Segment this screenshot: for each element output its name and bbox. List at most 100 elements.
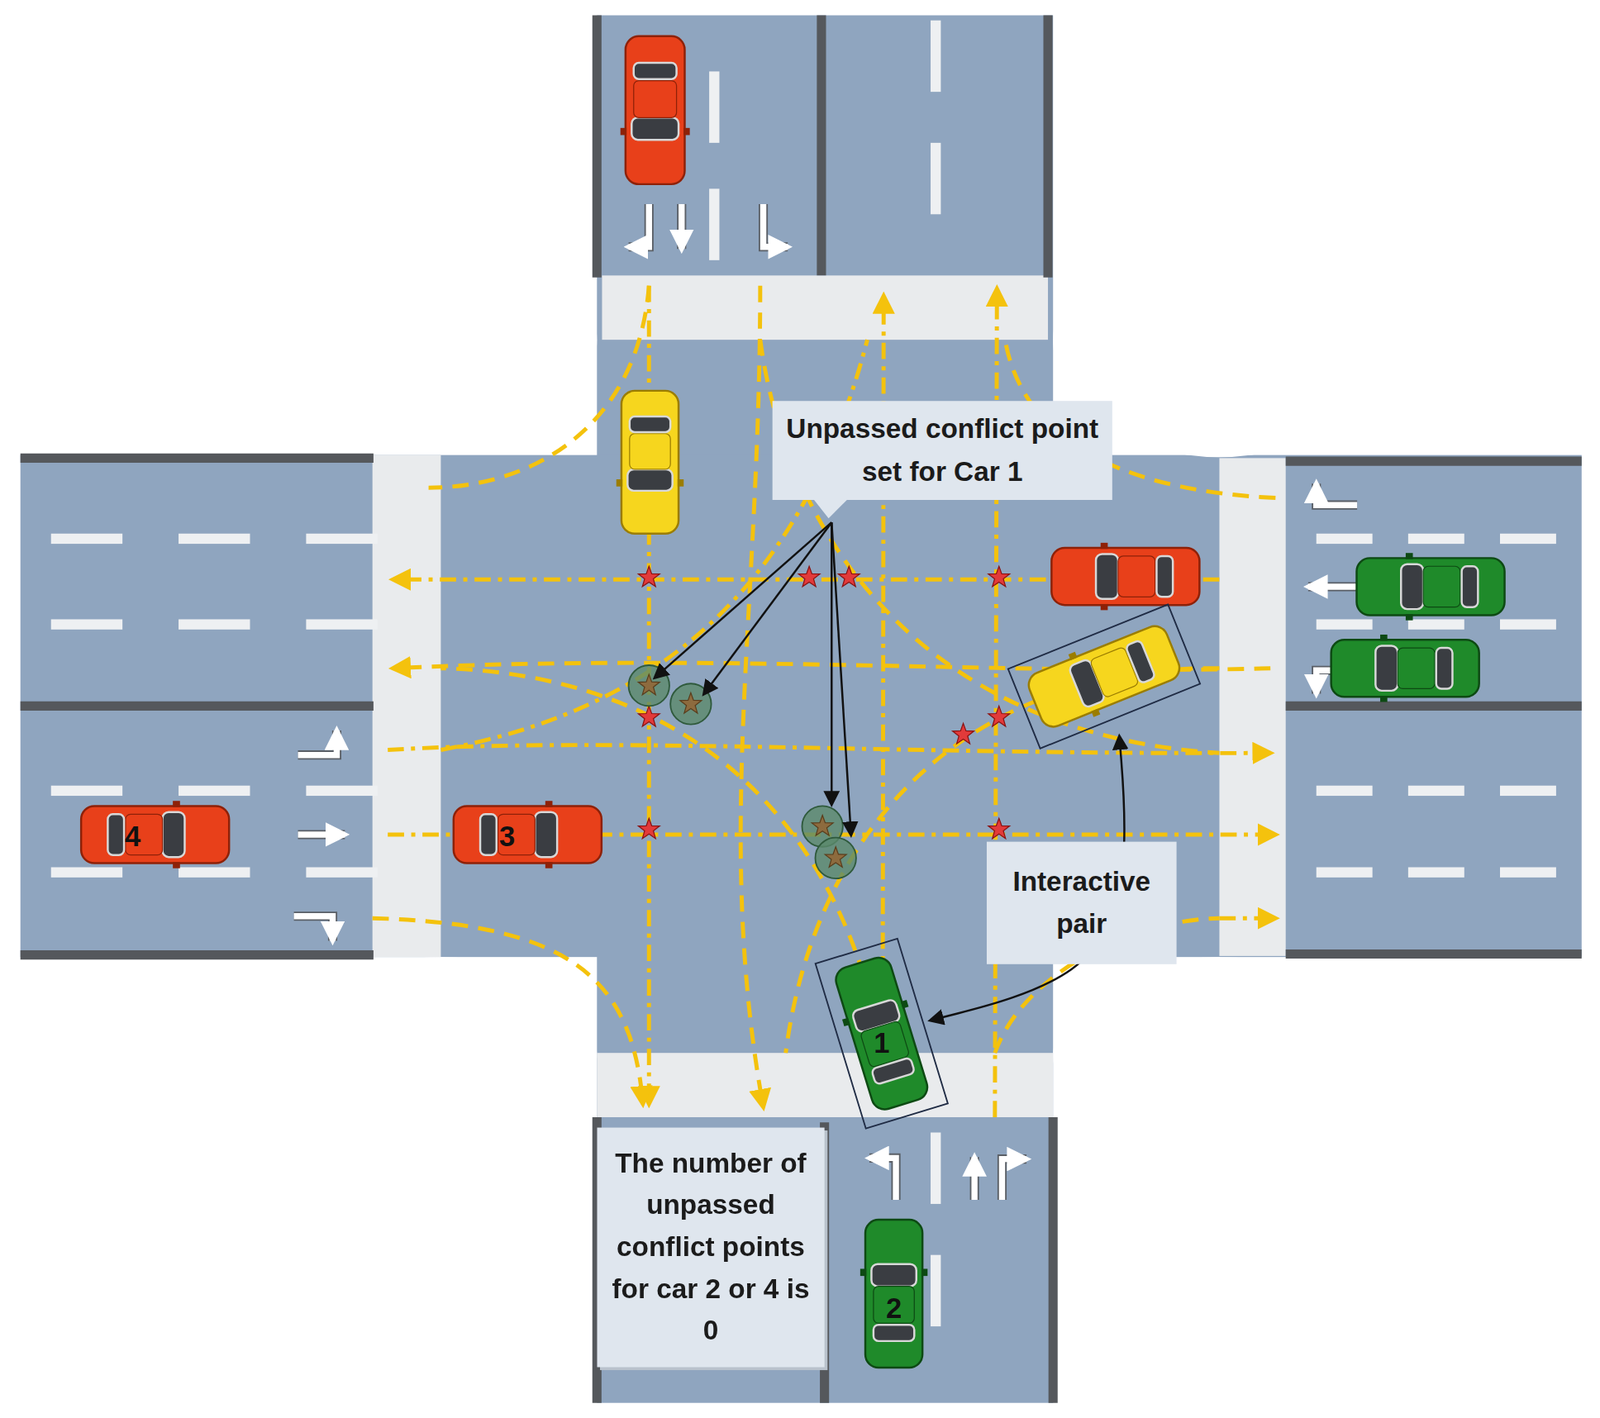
lane-dash <box>1408 619 1465 629</box>
car-mirror <box>620 128 627 136</box>
lane-arrow-outline <box>970 1157 980 1200</box>
vehicle-trajectory <box>440 668 883 1053</box>
car-mirror <box>900 1000 910 1009</box>
lane-dash <box>930 20 941 92</box>
lane-dash <box>51 619 123 629</box>
car-mirror <box>1090 709 1100 718</box>
car-mirror <box>1380 695 1388 702</box>
lane-arrow-outline <box>869 1157 896 1200</box>
lane-dash <box>1500 619 1557 629</box>
conflict-point <box>988 566 1010 587</box>
leader-line <box>655 522 833 678</box>
car-roof <box>873 1286 915 1324</box>
lane-arrow <box>678 204 685 249</box>
car-body <box>621 390 679 534</box>
car <box>620 36 691 185</box>
car-body <box>453 805 602 863</box>
text-group: Unpassed conflict point set for Car 1 <box>780 408 1105 492</box>
car-mirror <box>1405 614 1414 620</box>
car-mirror <box>545 861 553 868</box>
lane-arrow <box>1316 483 1358 505</box>
lane-dash <box>178 533 250 544</box>
lane-arrow-outline <box>1001 1159 1027 1200</box>
lane-dash <box>1500 533 1557 544</box>
car <box>1357 552 1505 620</box>
lane-arrow <box>628 204 650 248</box>
lane-arrow <box>1308 583 1358 590</box>
road-edge <box>1285 949 1582 959</box>
lane-dash <box>930 1255 941 1327</box>
car-body <box>1331 639 1480 697</box>
callout-text: Interactive pair <box>995 861 1169 945</box>
lane-dash <box>930 1133 941 1205</box>
lane-dash <box>1408 866 1465 877</box>
lane-arrow <box>298 730 338 756</box>
car-rear-window <box>480 814 497 855</box>
car-body <box>80 805 229 863</box>
road-edge <box>592 15 602 278</box>
lane-dash <box>305 533 377 544</box>
lane-dash <box>1316 866 1373 877</box>
unpassed-conflict-point <box>670 683 711 724</box>
road-edge <box>816 15 826 277</box>
car-mirror <box>1068 652 1078 661</box>
car <box>815 938 948 1129</box>
car <box>616 390 684 534</box>
car-mirror <box>1100 604 1109 610</box>
car-windshield <box>162 812 186 858</box>
car-mirror <box>1100 542 1109 549</box>
unpassed-conflict-point <box>815 838 857 879</box>
lane-arrow <box>971 1157 977 1200</box>
lane-arrow-outline <box>294 916 334 942</box>
car-rear-window <box>107 814 124 855</box>
lane-arrow-outline <box>298 829 346 839</box>
road-edge <box>1042 15 1053 278</box>
lane-dash <box>1316 533 1373 544</box>
car-windshield <box>871 1264 916 1287</box>
road-edge <box>1048 1117 1058 1404</box>
car-mirror <box>677 479 684 487</box>
lane-dash <box>930 142 941 215</box>
road-edge <box>20 701 374 711</box>
car-mirror <box>172 861 181 868</box>
car <box>860 1219 928 1368</box>
car-body <box>865 1219 923 1368</box>
road-edge <box>20 453 374 463</box>
callout-text: The number of unpassed conflict points f… <box>603 1142 820 1353</box>
car <box>1008 604 1200 748</box>
lane-dash <box>1408 785 1465 796</box>
lane-dash <box>51 533 123 544</box>
selection-box <box>1008 604 1200 748</box>
lane-dash <box>305 619 377 629</box>
conflict-point <box>638 705 660 727</box>
vehicle-trajectory <box>428 285 650 488</box>
vehicle-trajectory <box>760 339 1220 753</box>
car-roof <box>1423 566 1461 607</box>
lane-dash <box>1316 619 1373 629</box>
car-mirror <box>683 128 690 136</box>
lane-arrow <box>1001 1159 1027 1200</box>
car-windshield <box>627 469 672 491</box>
lane-dash <box>178 785 250 796</box>
car-rear-window <box>629 416 671 433</box>
car-roof <box>1397 647 1435 689</box>
text-group: Interactive pair <box>995 861 1169 945</box>
callout-text: Unpassed conflict point set for Car 1 <box>780 408 1105 492</box>
lane-arrow-outline <box>1308 581 1358 591</box>
car-roof <box>633 80 677 119</box>
lane-arrow-outline <box>763 204 789 248</box>
lane-dash <box>1408 533 1465 544</box>
callout-box: Interactive pair <box>986 842 1177 965</box>
car-windshield <box>1400 564 1424 610</box>
car-rear-window <box>633 62 677 80</box>
car-rear-window <box>1461 566 1479 607</box>
lane-arrow-outline <box>1316 483 1358 505</box>
road-edge <box>20 950 374 960</box>
car-windshield <box>1375 646 1398 691</box>
conflict-point <box>838 566 860 587</box>
conflict-point <box>988 705 1010 727</box>
lane-dash <box>709 71 720 143</box>
conflict-point <box>638 566 660 587</box>
car-body <box>1357 557 1505 615</box>
